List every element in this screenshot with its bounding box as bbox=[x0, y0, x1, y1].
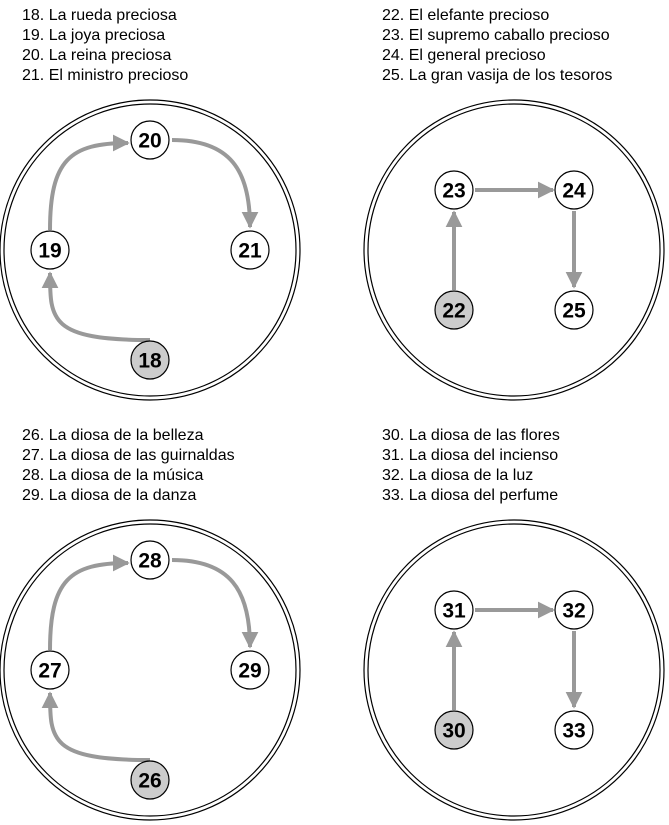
node-28: 28 bbox=[130, 540, 170, 580]
node-label: 22 bbox=[442, 300, 465, 323]
legend-item: 23. El supremo caballo precioso bbox=[382, 27, 610, 44]
node-group: 31 32 30 33 bbox=[434, 590, 594, 750]
node-label: 20 bbox=[138, 130, 161, 153]
legend-panel-2: 22. El elefante precioso 23. El supremo … bbox=[382, 6, 612, 86]
node-20: 20 bbox=[130, 120, 170, 160]
node-circle bbox=[230, 650, 270, 690]
node-label: 25 bbox=[562, 300, 586, 323]
node-label: 24 bbox=[562, 180, 586, 203]
node-circle bbox=[434, 590, 474, 630]
node-circle bbox=[130, 340, 170, 380]
node-24: 24 bbox=[554, 170, 594, 210]
node-label: 21 bbox=[238, 240, 262, 263]
node-32: 32 bbox=[554, 590, 594, 630]
node-30: 30 bbox=[434, 710, 474, 750]
node-label: 30 bbox=[442, 720, 465, 743]
outer-circle bbox=[0, 99, 301, 401]
legend-panel-1: 18. La rueda preciosa 19. La joya precio… bbox=[22, 6, 188, 86]
node-group: 23 24 22 25 bbox=[434, 170, 594, 330]
legend-item: 32. La diosa de la luz bbox=[382, 467, 534, 484]
legend-panel-4: 30. La diosa de las flores 31. La diosa … bbox=[382, 426, 560, 506]
node-label: 19 bbox=[38, 240, 61, 263]
node-29: 29 bbox=[230, 650, 270, 690]
node-25: 25 bbox=[554, 290, 594, 330]
node-circle bbox=[434, 710, 474, 750]
node-33: 33 bbox=[554, 710, 594, 750]
inner-circle bbox=[3, 103, 297, 397]
section-3: 28 27 29 26 bbox=[0, 519, 301, 821]
node-label: 32 bbox=[562, 600, 585, 623]
node-18: 18 bbox=[130, 340, 170, 380]
node-19: 19 bbox=[30, 230, 70, 270]
section-4: 31 32 30 33 bbox=[363, 519, 665, 821]
node-group: 28 27 29 26 bbox=[30, 540, 270, 800]
outer-circle bbox=[363, 99, 665, 401]
node-circle bbox=[130, 540, 170, 580]
legend-item: 18. La rueda preciosa bbox=[22, 7, 177, 24]
section-1: 20 19 21 18 bbox=[0, 99, 301, 401]
node-21: 21 bbox=[230, 230, 270, 270]
node-circle bbox=[30, 650, 70, 690]
outer-circle bbox=[363, 519, 665, 821]
node-circle bbox=[30, 230, 70, 270]
node-circle bbox=[554, 710, 594, 750]
legend-item: 26. La diosa de la belleza bbox=[22, 427, 204, 444]
node-27: 27 bbox=[30, 650, 70, 690]
node-circle bbox=[554, 590, 594, 630]
legend-item: 22. El elefante precioso bbox=[382, 7, 550, 24]
node-group: 20 19 21 18 bbox=[30, 120, 270, 380]
flow-arrow bbox=[41, 271, 151, 342]
section-2: 23 24 22 25 bbox=[363, 99, 665, 401]
node-26: 26 bbox=[130, 760, 170, 800]
node-label: 27 bbox=[38, 660, 61, 683]
outer-circle bbox=[0, 519, 301, 821]
legend-item: 24. El general precioso bbox=[382, 47, 546, 64]
node-label: 29 bbox=[238, 660, 261, 683]
node-circle bbox=[434, 290, 474, 330]
legend-item: 31. La diosa del incienso bbox=[382, 447, 559, 464]
node-label: 18 bbox=[138, 350, 162, 373]
node-label: 28 bbox=[138, 550, 162, 573]
inner-circle bbox=[367, 103, 661, 397]
node-label: 23 bbox=[442, 180, 465, 203]
node-23: 23 bbox=[434, 170, 474, 210]
node-circle bbox=[230, 230, 270, 270]
node-circle bbox=[554, 290, 594, 330]
node-label: 26 bbox=[138, 770, 161, 793]
legend-item: 25. La gran vasija de los tesoros bbox=[382, 67, 613, 84]
node-circle bbox=[434, 170, 474, 210]
node-22: 22 bbox=[434, 290, 474, 330]
node-circle bbox=[130, 760, 170, 800]
node-circle bbox=[130, 120, 170, 160]
node-circle bbox=[554, 170, 594, 210]
node-label: 33 bbox=[562, 720, 585, 743]
legend-panel-3: 26. La diosa de la belleza 27. La diosa … bbox=[22, 426, 235, 506]
legend-item: 21. El ministro precioso bbox=[22, 67, 189, 84]
legend-item: 19. La joya preciosa bbox=[22, 27, 166, 44]
flow-arrow bbox=[171, 138, 259, 229]
legend-item: 30. La diosa de las flores bbox=[382, 427, 560, 444]
flow-arrow bbox=[48, 554, 130, 651]
legend-item: 29. La diosa de la danza bbox=[22, 487, 197, 504]
legend-item: 28. La diosa de la música bbox=[22, 467, 204, 484]
legend-item: 27. La diosa de las guirnaldas bbox=[22, 447, 235, 464]
legend-item: 33. La diosa del perfume bbox=[382, 487, 559, 504]
flow-arrow bbox=[41, 691, 151, 762]
node-31: 31 bbox=[434, 590, 474, 630]
legend-item: 20. La reina preciosa bbox=[22, 47, 172, 64]
node-label: 31 bbox=[442, 600, 466, 623]
flow-arrow bbox=[171, 558, 259, 649]
inner-circle bbox=[367, 523, 661, 817]
inner-circle bbox=[3, 523, 297, 817]
flow-arrow bbox=[48, 134, 130, 231]
